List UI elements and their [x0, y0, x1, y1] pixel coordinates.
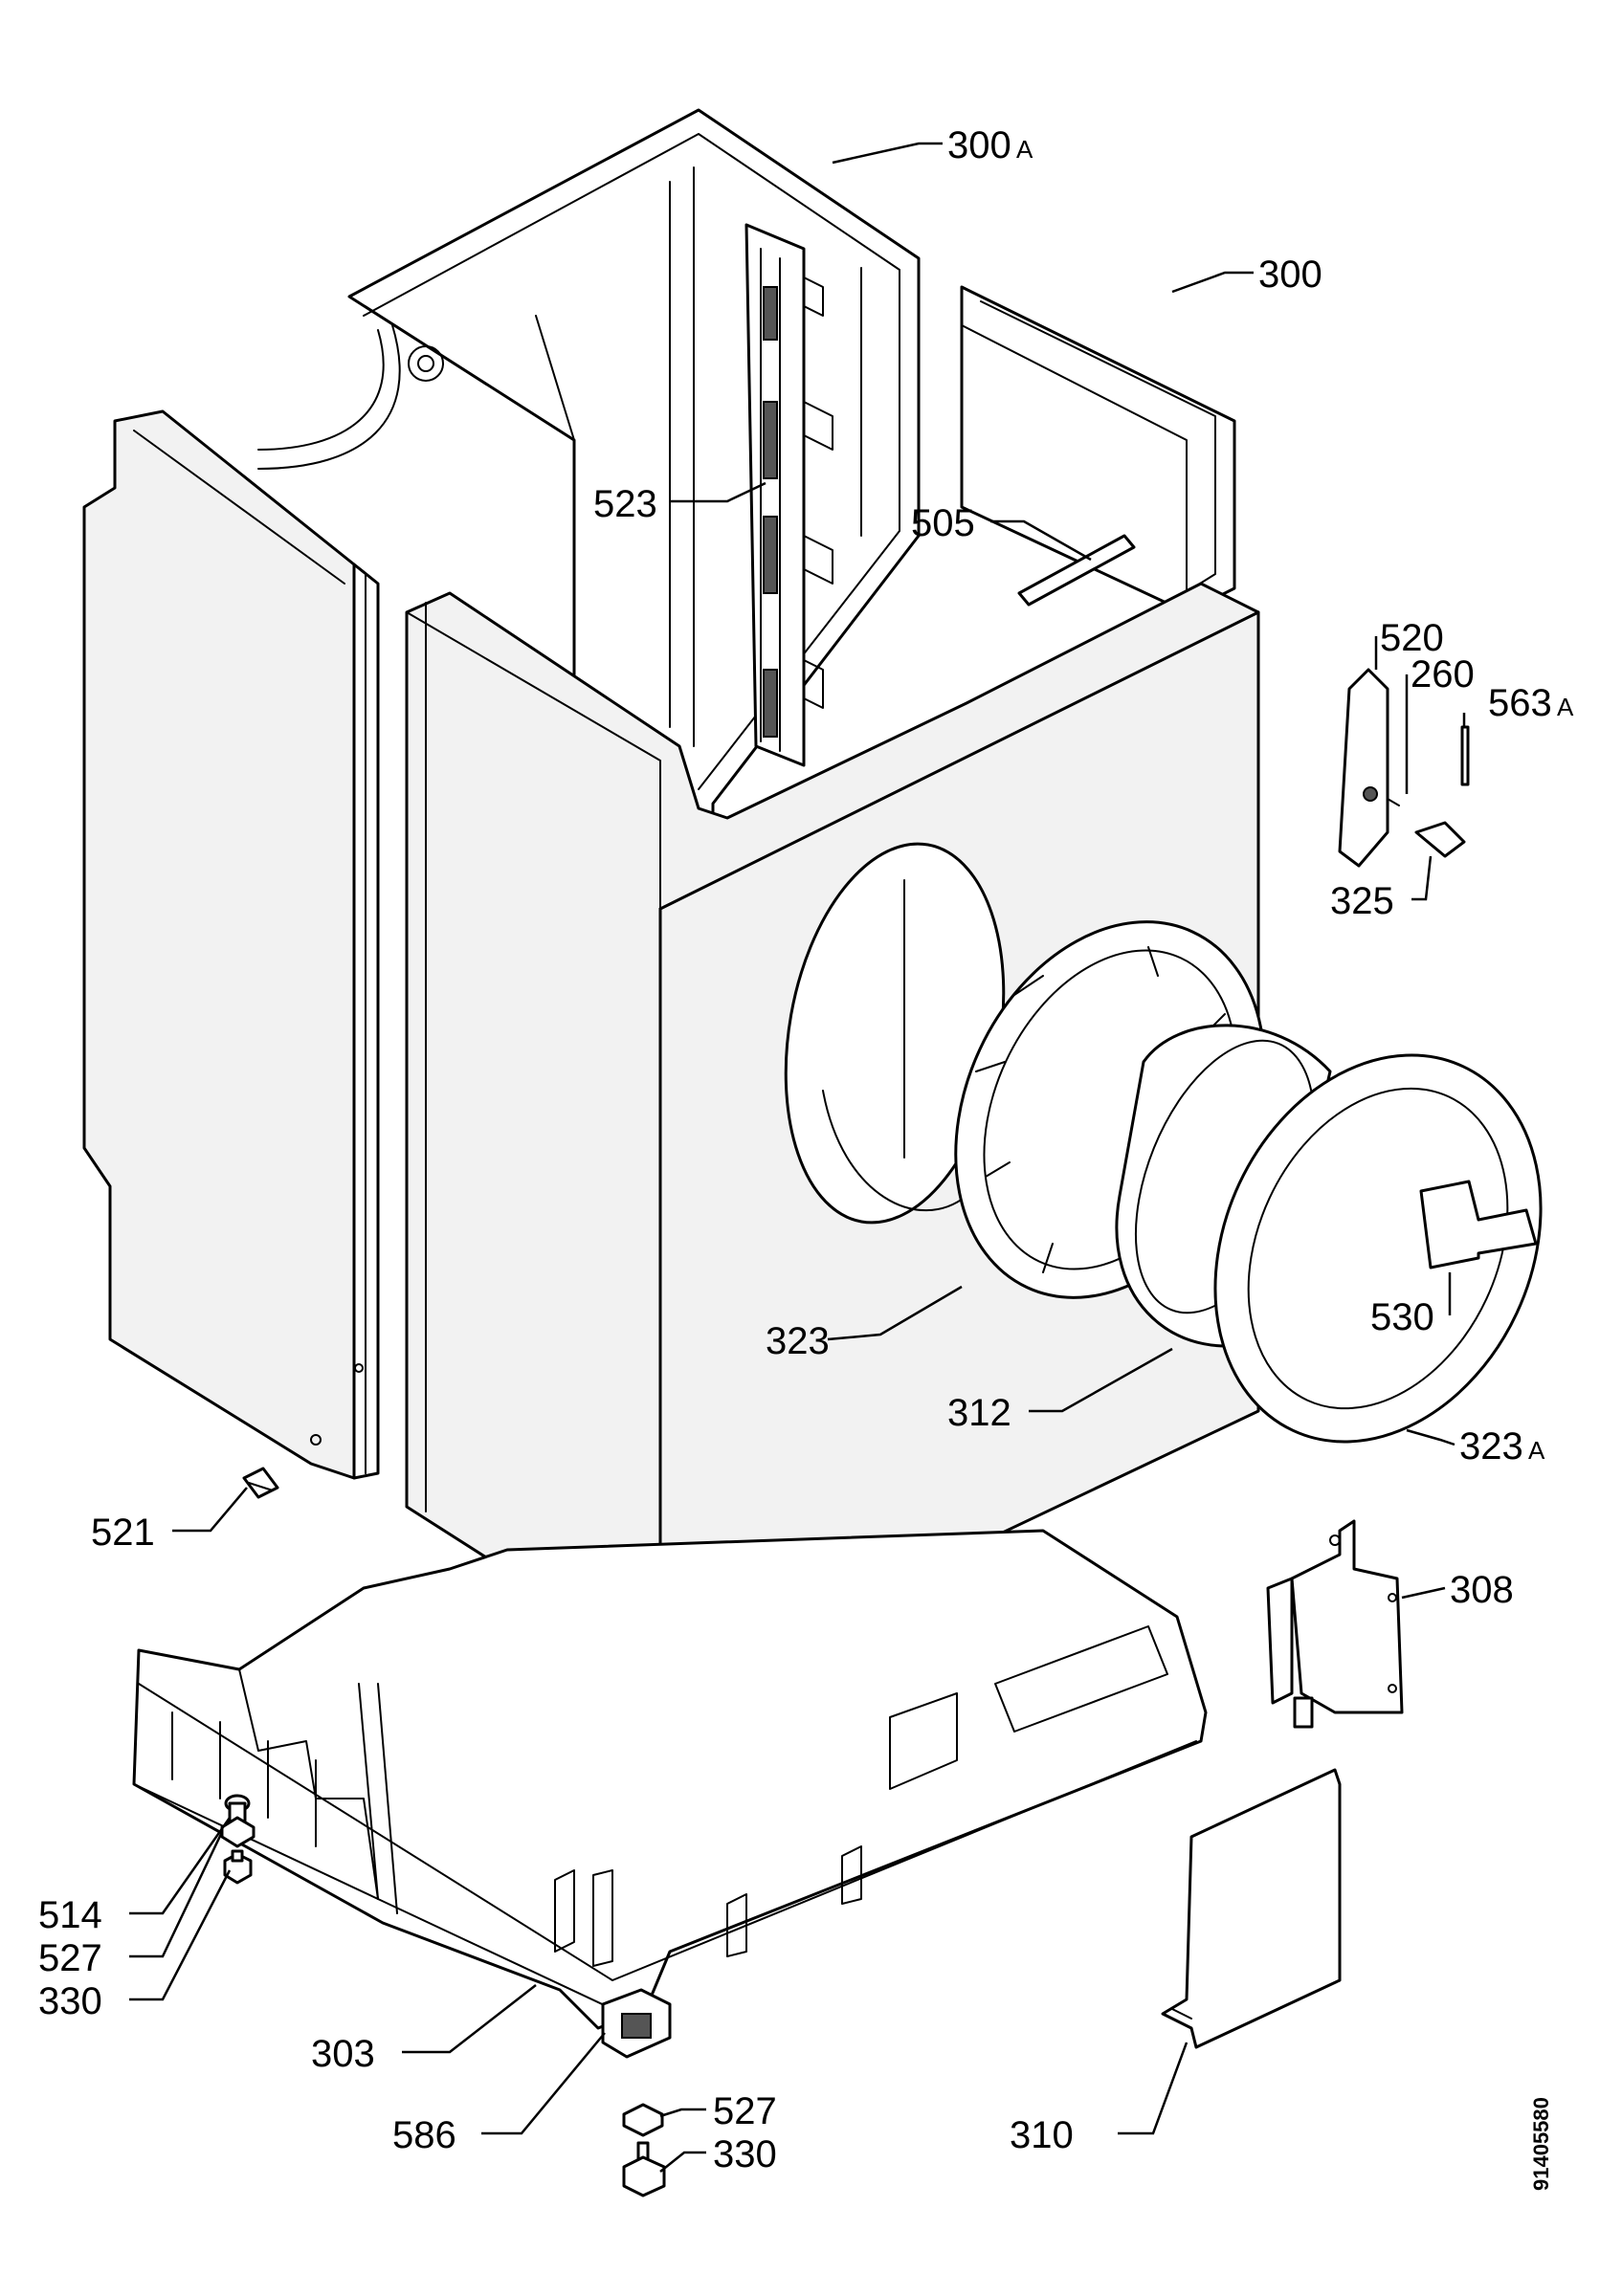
label-300a-suffix: A: [1016, 135, 1033, 164]
label-325: 325: [1330, 880, 1394, 922]
label-323a-suffix: A: [1528, 1436, 1545, 1465]
label-505: 505: [911, 502, 975, 544]
cabinet-front-panel: [405, 582, 1260, 1686]
label-527-bottom: 527: [713, 2090, 777, 2132]
label-323a: 323: [1459, 1425, 1523, 1468]
label-300a: 300: [947, 124, 1011, 166]
screw-521: [242, 1467, 279, 1499]
label-586: 586: [392, 2114, 456, 2156]
cabinet-left-panel: [82, 409, 380, 1480]
door-lock-parts: [1338, 668, 1470, 868]
leader-lines: [129, 142, 1466, 2173]
document-id: 91405580: [1529, 2097, 1553, 2191]
label-310: 310: [1010, 2114, 1074, 2156]
plinth-cover-310: [1161, 1768, 1342, 2049]
label-527-left: 527: [38, 1937, 102, 1979]
label-523: 523: [593, 483, 657, 525]
label-514: 514: [38, 1894, 102, 1936]
label-303: 303: [311, 2033, 375, 2075]
label-530: 530: [1370, 1296, 1434, 1338]
door-catch-530: [1419, 1180, 1538, 1269]
label-563a: 563: [1488, 682, 1552, 724]
label-520: 520: [1380, 617, 1444, 659]
rail-523: [744, 223, 833, 767]
label-260: 260: [1411, 653, 1475, 695]
part-labels: 300 A 300 523 505 520 260 563 A 325 530 …: [38, 124, 1574, 2191]
hinge-308: [1266, 1519, 1404, 1729]
label-323: 323: [766, 1320, 830, 1362]
foot-stack-bottom: [622, 2103, 666, 2197]
label-330-bottom: 330: [713, 2133, 777, 2175]
label-308: 308: [1450, 1569, 1514, 1611]
foot-586: [601, 1988, 672, 2059]
label-312: 312: [947, 1392, 1011, 1434]
label-300: 300: [1258, 254, 1322, 296]
label-330-left: 330: [38, 1980, 102, 2022]
label-563a-suffix: A: [1557, 693, 1574, 721]
base-frame-303: [132, 1529, 1208, 2030]
rod-505: [1017, 534, 1136, 607]
door-ring-323a: [1213, 1053, 1543, 1444]
label-521: 521: [91, 1512, 155, 1554]
foot-stack-left: [220, 1794, 256, 1885]
